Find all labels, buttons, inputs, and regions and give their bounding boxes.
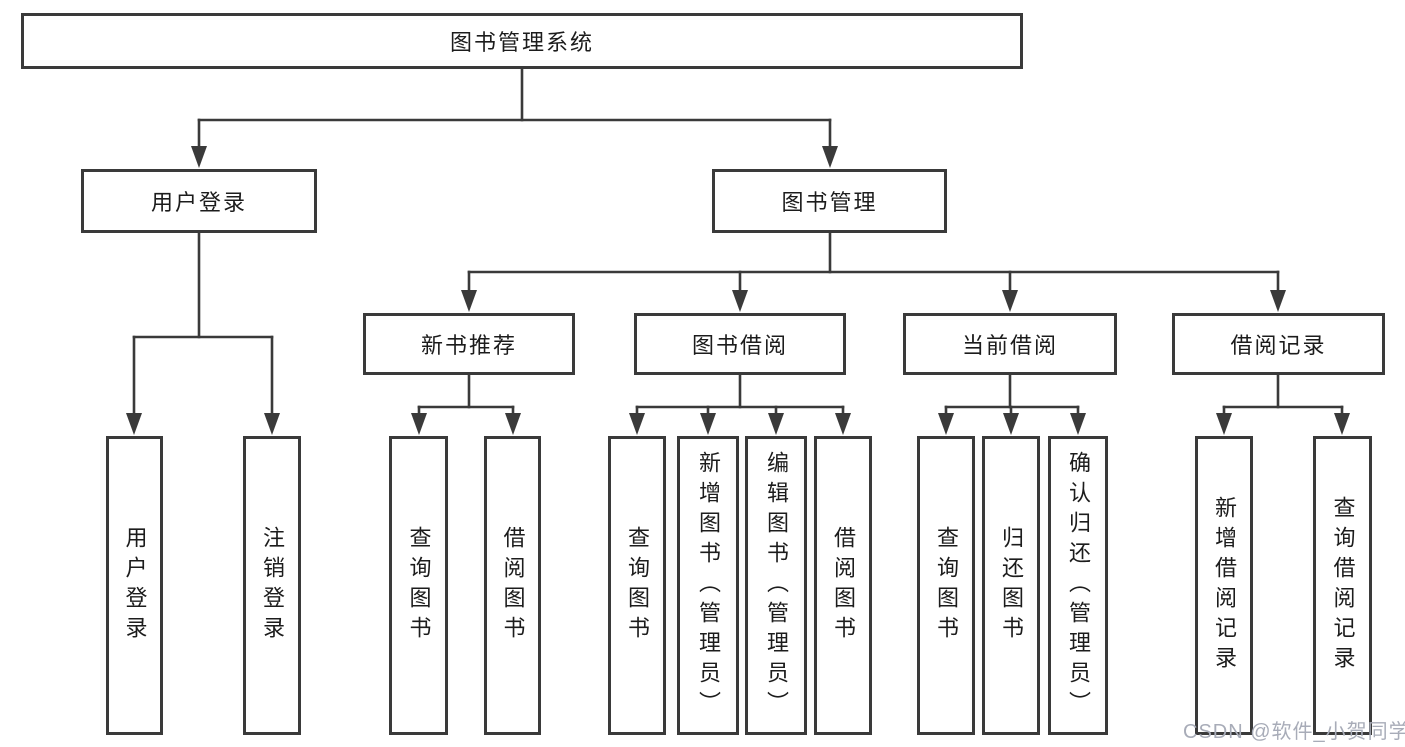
node-book-management: 图书管理 — [712, 169, 947, 233]
node-current-borrow-label: 当前借阅 — [961, 333, 1058, 358]
node-borrow-records-label: 借阅记录 — [1230, 333, 1327, 358]
leaf-newbook-borrow: 借阅图书 — [484, 436, 541, 735]
watermark: CSDN @软件_小贺同学 — [1183, 721, 1405, 743]
leaf-current-confirm-admin-label: 确认归还（管理员） — [1066, 450, 1091, 721]
leaf-logout-label: 注销登录 — [260, 525, 285, 646]
node-borrow-records: 借阅记录 — [1172, 313, 1385, 375]
leaf-borrow-query: 查询图书 — [608, 436, 666, 735]
leaf-newbook-query-label: 查询图书 — [406, 525, 432, 646]
leaf-newbook-borrow-label: 借阅图书 — [500, 525, 526, 646]
leaf-logout: 注销登录 — [243, 436, 301, 735]
leaf-borrow-edit-admin: 编辑图书（管理员） — [745, 436, 807, 735]
leaf-borrow-edit-admin-label: 编辑图书（管理员） — [764, 450, 789, 721]
leaf-user-login-label: 用户登录 — [122, 525, 148, 646]
leaf-newbook-query: 查询图书 — [389, 436, 448, 735]
leaf-borrow-borrow: 借阅图书 — [814, 436, 872, 735]
node-current-borrow: 当前借阅 — [903, 313, 1117, 375]
leaf-records-add: 新增借阅记录 — [1195, 436, 1253, 735]
leaf-borrow-query-label: 查询图书 — [625, 525, 650, 646]
leaf-current-return-label: 归还图书 — [999, 525, 1024, 646]
node-new-book-recommend: 新书推荐 — [363, 313, 575, 375]
leaf-current-return: 归还图书 — [982, 436, 1040, 735]
node-book-borrow: 图书借阅 — [634, 313, 846, 375]
node-book-borrow-label: 图书借阅 — [691, 333, 788, 358]
leaf-user-login: 用户登录 — [106, 436, 163, 735]
leaf-records-add-label: 新增借阅记录 — [1212, 495, 1237, 676]
node-root-label: 图书管理系统 — [449, 30, 594, 55]
leaf-records-query-label: 查询借阅记录 — [1330, 495, 1356, 676]
leaf-current-query: 查询图书 — [917, 436, 975, 735]
leaf-records-query: 查询借阅记录 — [1313, 436, 1372, 735]
arrowheads — [126, 146, 1350, 435]
node-user-login-label: 用户登录 — [150, 190, 247, 215]
leaf-current-query-label: 查询图书 — [934, 525, 959, 646]
leaf-borrow-borrow-label: 借阅图书 — [831, 525, 856, 646]
leaf-borrow-add-admin: 新增图书（管理员） — [677, 436, 739, 735]
node-user-login: 用户登录 — [81, 169, 317, 233]
leaf-current-confirm-admin: 确认归还（管理员） — [1048, 436, 1108, 735]
node-book-management-label: 图书管理 — [781, 190, 878, 215]
leaf-borrow-add-admin-label: 新增图书（管理员） — [696, 450, 721, 721]
node-new-book-recommend-label: 新书推荐 — [420, 333, 517, 358]
node-root: 图书管理系统 — [21, 13, 1023, 69]
